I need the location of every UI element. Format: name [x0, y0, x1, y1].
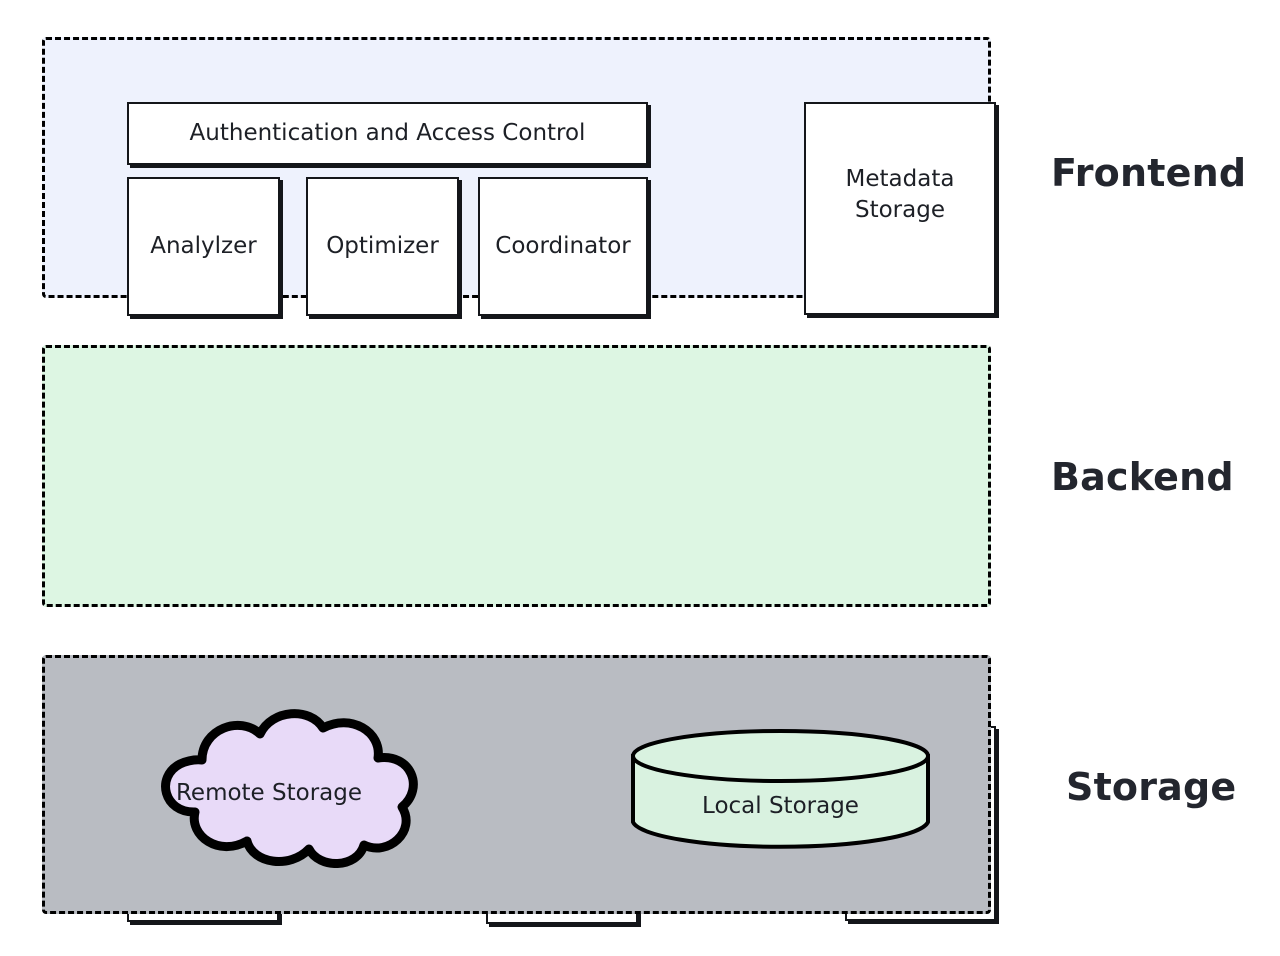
layer-label-backend: Backend: [1051, 455, 1234, 499]
node-label: Authentication and Access Control: [189, 120, 586, 147]
node-analylzer[interactable]: Analylzer: [127, 177, 280, 316]
node-label: Analylzer: [150, 233, 257, 260]
layer-label-frontend: Frontend: [1051, 151, 1247, 195]
node-label: Optimizer: [326, 233, 439, 260]
node-optimizer[interactable]: Optimizer: [306, 177, 459, 316]
layer-label-storage: Storage: [1066, 765, 1237, 809]
node-label-line-1: Metadata: [845, 166, 955, 193]
node-authentication-and-access-control[interactable]: Authentication and Access Control: [127, 102, 648, 165]
node-metadata-storage[interactable]: Metadata Storage: [804, 102, 996, 315]
database-cylinder-icon: [631, 729, 930, 849]
layer-storage: Remote Storage Local Storage: [42, 655, 991, 914]
node-label: Metadata Storage: [840, 164, 961, 225]
node-local-storage[interactable]: Local Storage: [629, 729, 932, 849]
layer-backend: Backend Backend Backend: [42, 345, 996, 924]
node-label-line-2: Storage: [854, 196, 945, 223]
layer-frontend: Authentication and Access Control Analyl…: [42, 37, 996, 316]
node-label: Coordinator: [495, 233, 631, 260]
node-coordinator[interactable]: Coordinator: [478, 177, 648, 316]
node-remote-storage[interactable]: Remote Storage: [114, 703, 424, 868]
cloud-icon: [161, 709, 418, 868]
